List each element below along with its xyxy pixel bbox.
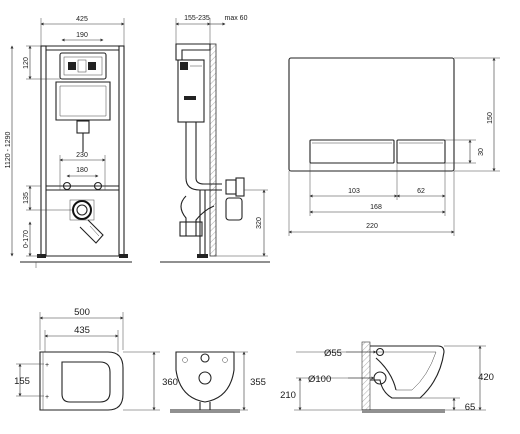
drain-height-label: 135 (23, 192, 30, 204)
top-block-label: 120 (23, 57, 30, 69)
frame-front-view: 425 190 230 180 (5, 16, 132, 268)
frame-inner-width-label: 190 (76, 32, 88, 39)
max-offset-label: max 60 (225, 15, 248, 22)
depth-range-label: 155-235 (184, 15, 210, 22)
bowl-side-height-label: 420 (478, 372, 494, 383)
outlet-diameter-label: Ø100 (308, 374, 331, 385)
button-height-label: 30 (478, 148, 485, 156)
bowl-top-view: 500 435 + + 155 360 (14, 307, 178, 411)
bowl-side-view: Ø55 Ø100 210 420 65 (280, 341, 494, 413)
foot-range-label: 0-170 (23, 230, 30, 248)
bowl-back-view: 355 (170, 351, 266, 413)
frame-width-label: 425 (76, 16, 88, 23)
pipe-spacing-label: 230 (76, 152, 88, 159)
button-gap-label: 62 (417, 188, 425, 195)
bowl-bolt-spacing-label: 155 (14, 376, 30, 387)
buttons-total-label: 168 (370, 204, 382, 211)
inlet-diameter-label: Ø55 (324, 348, 342, 359)
inlet-offset-label: 65 (465, 402, 476, 413)
side-height-label: 320 (256, 217, 263, 229)
outlet-height-label: 210 (280, 390, 296, 401)
bolt-mark-lower: + (45, 394, 49, 401)
frame-height-label: 1120 - 1290 (5, 131, 12, 168)
bowl-inner-length-label: 435 (74, 325, 90, 336)
plate-width-label: 220 (366, 223, 378, 230)
frame-side-view: 155-235 max 60 320 (160, 15, 270, 263)
bowl-length-label: 500 (74, 307, 90, 318)
bolt-mark-upper: + (45, 362, 49, 369)
plate-height-label: 150 (487, 112, 494, 124)
flush-plate-view: 150 30 103 62 168 220 (288, 57, 500, 236)
bowl-back-height-label: 355 (250, 377, 266, 388)
bolt-spacing-label: 180 (76, 167, 88, 174)
bowl-width-label: 360 (162, 377, 178, 388)
button-left-label: 103 (348, 188, 360, 195)
